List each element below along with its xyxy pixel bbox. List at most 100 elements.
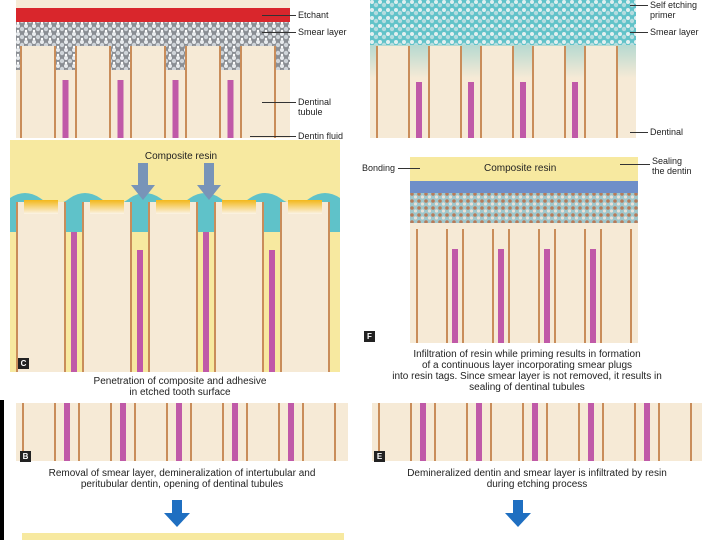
panel-b-letter: B (20, 451, 31, 462)
next-panel-composite-strip (22, 533, 344, 540)
resin-tag-cap (90, 200, 124, 214)
dentin-column (304, 403, 334, 461)
dentin-column (80, 403, 110, 461)
tubule-fluid (476, 403, 482, 461)
dentin-column (604, 403, 634, 461)
label-dentinal-tubule: Dentinal tubule (298, 97, 332, 117)
label-self-etching-primer: Self etching primer (650, 0, 698, 20)
tubule-fluid (227, 80, 234, 138)
label-composite-resin-c: Composite resin (144, 151, 218, 162)
panel-a (16, 0, 290, 138)
tubule-fluid (588, 403, 594, 461)
dentin-column (216, 202, 262, 372)
panel-f-caption: Infiltration of resin while priming resu… (392, 349, 662, 393)
dentin-column (84, 202, 130, 372)
tubule-fluid (288, 403, 294, 461)
tubule-fluid (572, 82, 578, 138)
tubule-fluid (176, 403, 182, 461)
dentin-column (18, 202, 64, 372)
dentin-column (602, 229, 630, 343)
tubule-fluid (452, 249, 458, 343)
tubule-fluid (532, 403, 538, 461)
panel-c-caption: Penetration of composite and adhesive in… (40, 376, 320, 398)
tubule-fluid (71, 232, 77, 372)
panel-b-illustration (16, 403, 348, 461)
panel-d-illustration (370, 0, 636, 138)
tubule-fluid (544, 249, 550, 343)
label-smear-layer-a: Smear layer (298, 27, 347, 37)
dentin-column (492, 403, 522, 461)
dentin-column (150, 202, 196, 372)
panel-a-illustration (16, 0, 290, 138)
dentin-column (378, 46, 408, 138)
resin-arrow-left (131, 163, 155, 200)
tubule-fluid (172, 80, 179, 138)
label-bonding: Bonding (362, 163, 396, 173)
label-dentin-fluid: Dentin fluid (298, 131, 344, 141)
tubule-fluid (62, 80, 69, 138)
label-sealing-the-dentin: Sealing the dentin (652, 156, 692, 176)
dentin-column (380, 403, 410, 461)
dentin-column (418, 229, 446, 343)
tubule-fluid (269, 250, 275, 372)
dentin-column (430, 46, 460, 138)
tubule-fluid (203, 232, 209, 372)
tubule-fluid (232, 403, 238, 461)
label-dentinal: Dentinal (650, 127, 684, 137)
panel-e-letter: E (374, 451, 385, 462)
label-composite-resin-f: Composite resin (484, 163, 557, 174)
resin-tag-cap (24, 200, 58, 214)
tubule-fluid (420, 403, 426, 461)
panel-c-letter: C (18, 358, 29, 369)
resin-tag-cap (156, 200, 190, 214)
dentin-column (77, 46, 109, 138)
dentin-column (534, 46, 564, 138)
panel-d (370, 0, 636, 138)
resin-tag-cap (222, 200, 256, 214)
dentin-column (482, 46, 512, 138)
down-arrow-right (505, 500, 531, 527)
panel-b (16, 403, 348, 461)
tubule-fluid (137, 250, 143, 372)
primer-smear-layer (370, 0, 636, 45)
tubule-fluid (64, 403, 70, 461)
tubule-fluid (590, 249, 596, 343)
resin-arrow-right (197, 163, 221, 200)
dentin-column (132, 46, 164, 138)
dentin-column (464, 229, 492, 343)
tubule-fluid (498, 249, 504, 343)
dentin-column (248, 403, 278, 461)
hybrid-layer (410, 193, 638, 223)
dentin-column (192, 403, 222, 461)
tubule-fluid (117, 80, 124, 138)
dentin-column (586, 46, 616, 138)
tubule-fluid (416, 82, 422, 138)
dentin-column (22, 46, 54, 138)
bonding-layer (410, 181, 638, 193)
dentin-column (556, 229, 584, 343)
tubule-fluid (120, 403, 126, 461)
dentin-column (548, 403, 578, 461)
resin-tag-cap (288, 200, 322, 214)
panel-c-illustration (10, 140, 340, 372)
label-etchant: Etchant (298, 10, 329, 20)
panel-f (410, 157, 638, 343)
composite-resin-f-layer (410, 157, 638, 181)
dentin-column (436, 403, 466, 461)
etchant-layer (16, 8, 290, 22)
dentin-column (136, 403, 166, 461)
panel-c (10, 140, 340, 372)
tubule-fluid (520, 82, 526, 138)
panel-e (372, 403, 702, 461)
dentin-column (242, 46, 274, 138)
dentin-column (510, 229, 538, 343)
panel-f-illustration (410, 157, 638, 343)
panel-f-letter: F (364, 331, 375, 342)
panel-e-caption: Demineralized dentin and smear layer is … (407, 468, 667, 490)
panel-e-illustration (372, 403, 702, 461)
tubule-fluid (468, 82, 474, 138)
dentin-column (660, 403, 690, 461)
dentin-column (282, 202, 328, 372)
dentin-column (187, 46, 219, 138)
down-arrow-left (164, 500, 190, 527)
